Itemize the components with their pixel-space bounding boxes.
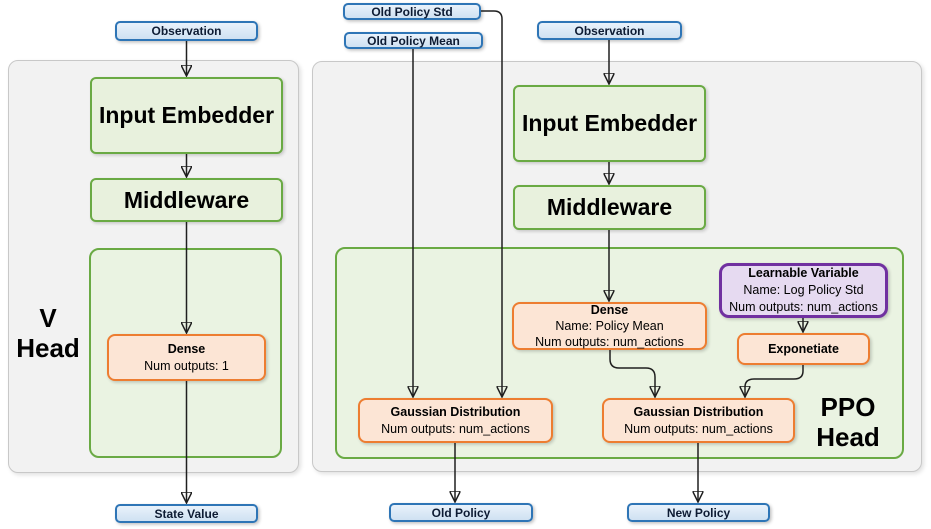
node-learnable-variable: Learnable Variable Name: Log Policy Std … [719,263,888,318]
node-middleware-v: Middleware [90,178,283,222]
node-dense-policy-mean: Dense Name: Policy Mean Num outputs: num… [512,302,707,350]
ppo-head-label-line2: Head [816,422,880,452]
node-middleware-ppo: Middleware [513,185,706,230]
node-input-embedder-ppo: Input Embedder [513,85,706,162]
v-head-label: V Head [10,303,86,363]
v-head-label-line2: Head [16,333,80,363]
node-gaussian-old-title: Gaussian Distribution [390,405,521,420]
node-observation-ppo: Observation [537,21,682,40]
node-exponetiate: Exponetiate [737,333,870,365]
node-observation-v: Observation [115,21,258,41]
node-learnable-variable-line2: Name: Log Policy Std [743,283,864,298]
node-dense-policy-mean-line3: Num outputs: num_actions [535,335,684,350]
node-gaussian-old-line2: Num outputs: num_actions [381,421,530,436]
node-gaussian-new-line2: Num outputs: num_actions [624,421,773,436]
node-old-policy-mean: Old Policy Mean [344,32,483,49]
node-old-policy: Old Policy [389,503,533,522]
v-head-label-line1: V [39,303,57,333]
node-learnable-variable-line3: Num outputs: num_actions [729,299,878,314]
node-dense-v: Dense Num outputs: 1 [107,334,266,381]
node-gaussian-new-title: Gaussian Distribution [633,405,764,420]
node-dense-v-line2: Num outputs: 1 [144,358,229,373]
node-dense-policy-mean-title: Dense [590,302,629,317]
node-input-embedder-v: Input Embedder [90,77,283,154]
node-new-policy: New Policy [627,503,770,522]
node-learnable-variable-title: Learnable Variable [748,266,859,281]
ppo-head-label: PPO Head [805,392,891,452]
node-dense-policy-mean-line2: Name: Policy Mean [555,318,664,333]
node-gaussian-distribution-new: Gaussian Distribution Num outputs: num_a… [602,398,795,443]
node-dense-v-title: Dense [167,342,206,357]
node-exponetiate-title: Exponetiate [768,341,839,356]
ppo-head-label-line1: PPO [820,392,876,422]
node-gaussian-distribution-old: Gaussian Distribution Num outputs: num_a… [358,398,553,443]
node-old-policy-std: Old Policy Std [343,3,481,20]
node-state-value: State Value [115,504,258,523]
